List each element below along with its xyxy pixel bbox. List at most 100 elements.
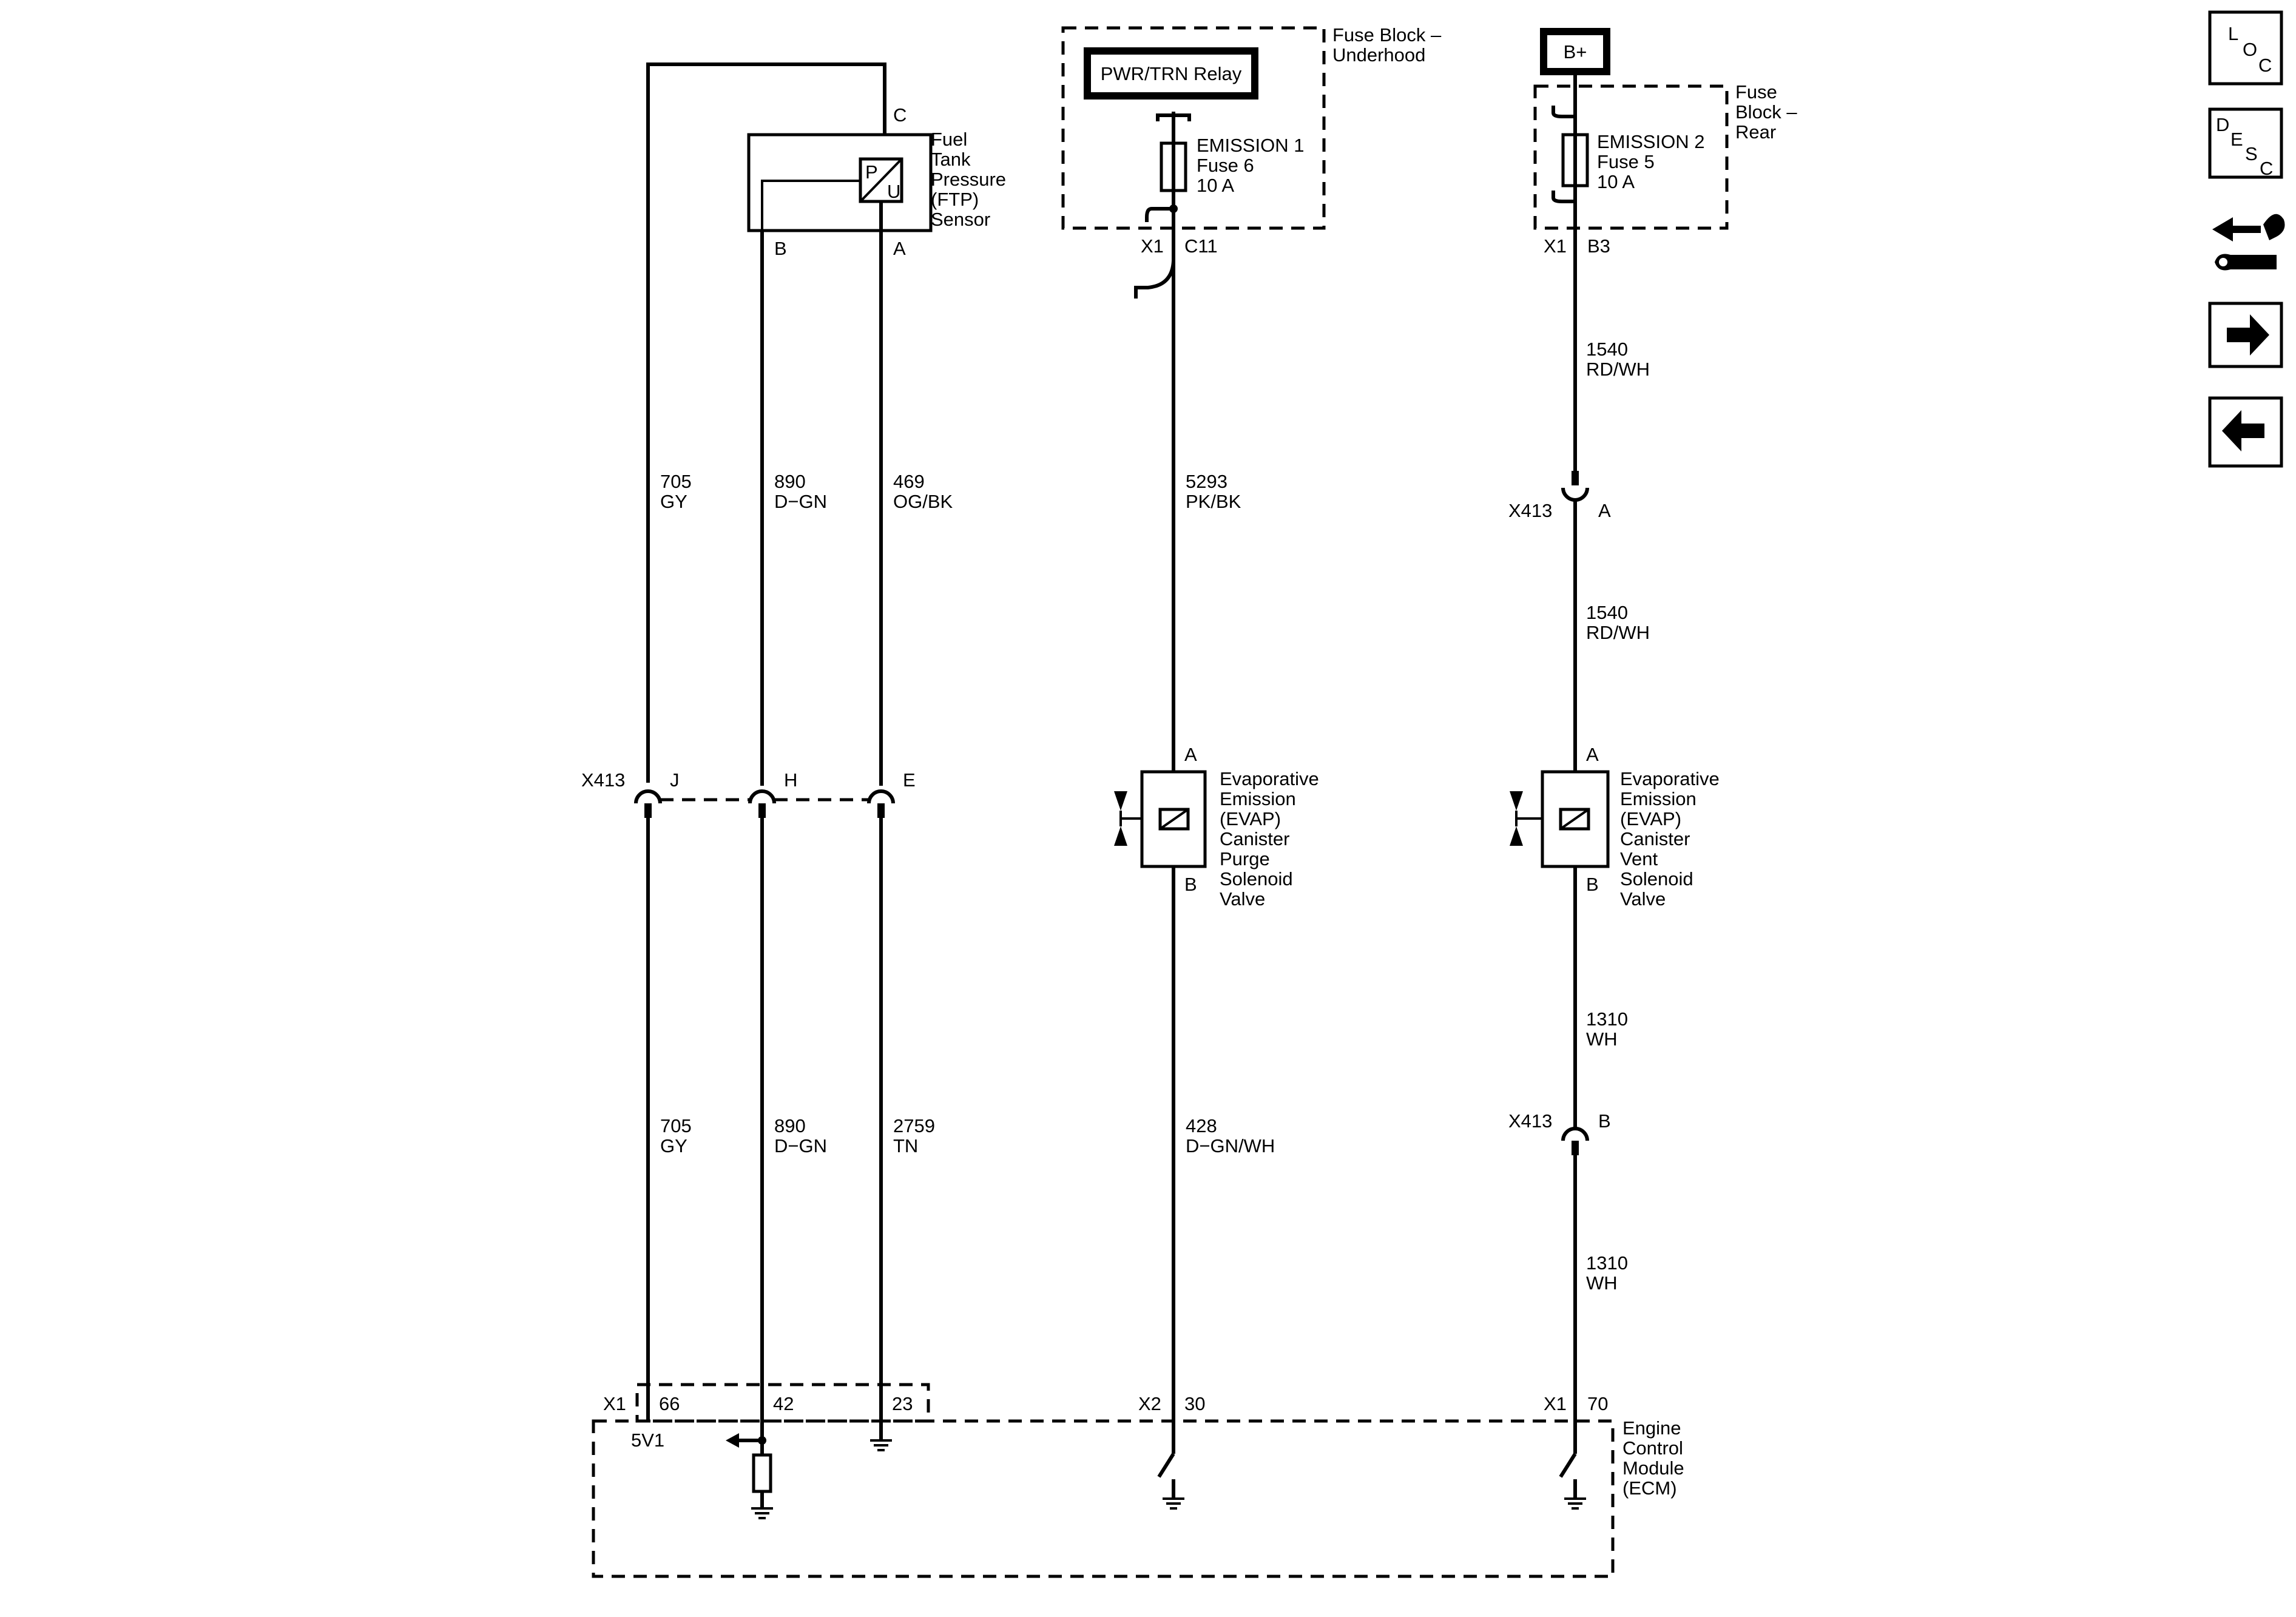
pwr-trn-relay-label: PWR/TRN Relay — [1101, 63, 1242, 84]
ecm-pin-23: 23 — [892, 1393, 913, 1414]
description-letter-d: D — [2216, 114, 2229, 135]
wire-2759-label: 2759 TN — [893, 1115, 940, 1156]
connector-plug-icon — [2263, 214, 2285, 240]
wire-705-top-label: 705 GY — [660, 471, 697, 512]
purge-valve-pin-a: A — [1184, 744, 1197, 765]
ecm-conn-x2: X2 — [1138, 1393, 1161, 1414]
description-button-frame[interactable] — [2208, 107, 2283, 179]
nav-sidebar: L O C D E S C — [2208, 10, 2285, 468]
location-button[interactable]: L O C — [2208, 10, 2283, 86]
fuse-block-underhood-outline — [1061, 26, 1326, 230]
x413-pin-a-socket — [1561, 487, 1589, 502]
ecm-x1-connector-outline — [635, 1383, 930, 1423]
x413-pin-j-socket — [634, 789, 662, 804]
x413-a-conn-label: X413 — [1508, 500, 1552, 521]
ftp-sensor-label: Fuel Tank Pressure (FTP) Sensor — [931, 129, 1011, 230]
rear-conn-pin-b3: B3 — [1587, 235, 1610, 257]
ecm-pin42-arrow-icon — [726, 1433, 739, 1448]
ftp-sensor-diagonal — [859, 158, 903, 203]
b-plus-label: B+ — [1564, 41, 1587, 62]
x413-pin-e-socket — [867, 789, 895, 804]
x413-pin-b-socket — [1561, 1127, 1589, 1141]
location-letter-o: O — [2243, 39, 2257, 60]
rear-conn-x1: X1 — [1544, 235, 1567, 257]
ecm-pin-70: 70 — [1587, 1393, 1608, 1414]
wire-1540-top-label: 1540 RD/WH — [1586, 339, 1650, 380]
purge-valve-section: Fuse Block – Underhood PWR/TRN Relay EMI… — [1061, 24, 1447, 1454]
purge-valve-label: Evaporative Emission (EVAP) Canister Pur… — [1220, 768, 1324, 910]
ftp-sensor-body — [747, 133, 933, 232]
ground-icon — [751, 1507, 773, 1519]
rear-fuse-in-terminal — [1551, 106, 1575, 118]
ecm-pin30-switch — [1157, 1453, 1175, 1478]
next-page-button[interactable] — [2208, 302, 2283, 368]
x413-pin-j: J — [670, 769, 680, 791]
ground-icon — [870, 1439, 892, 1451]
underhood-conn-x1: X1 — [1141, 235, 1164, 257]
relay-output-terminal — [1156, 112, 1191, 143]
ecm-pin-66: 66 — [659, 1393, 680, 1414]
x413-pin-h-socket — [748, 789, 776, 804]
wire-1540-bottom-label: 1540 RD/WH — [1586, 602, 1650, 643]
vent-valve-label: Evaporative Emission (EVAP) Canister Ven… — [1620, 768, 1724, 910]
location-letter-c: C — [2258, 55, 2272, 76]
pwr-trn-relay-box — [1084, 47, 1258, 100]
ecm-pin-30: 30 — [1184, 1393, 1205, 1414]
vent-valve-pin-b: B — [1586, 874, 1599, 895]
purge-valve-coil-diag — [1159, 808, 1189, 830]
wire-705-top — [646, 62, 886, 783]
x413-pin-a-pin — [1572, 471, 1579, 485]
arrow-right-icon — [2227, 314, 2269, 356]
description-letter-s: S — [2245, 143, 2258, 164]
x413-left-label: X413 — [581, 769, 625, 791]
fuse-block-rear-outline — [1533, 84, 1729, 230]
ftp-symbol-u: U — [887, 181, 900, 202]
ecm-outline — [592, 1419, 1615, 1578]
wire-890-top-label: 890 D−GN — [774, 471, 827, 512]
purge-valve-pin-b: B — [1184, 874, 1197, 895]
ecm-pin-42: 42 — [773, 1393, 794, 1414]
ecm-5v-reference: 5V1 — [631, 1430, 664, 1451]
b-plus-box — [1540, 28, 1610, 75]
wire-705-bottom-label: 705 GY — [660, 1115, 697, 1156]
ftp-pin-b: B — [774, 238, 787, 259]
ecm-conn-x1-right: X1 — [1544, 1393, 1567, 1414]
x413-pin-e: E — [903, 769, 916, 791]
ecm-section: Engine Control Module (ECM) X1 66 42 23 … — [592, 1383, 1684, 1578]
ecm-pin70-switch — [1559, 1453, 1577, 1478]
ftp-internal-lead — [761, 180, 860, 231]
ftp-pin-a: A — [893, 238, 906, 259]
underhood-conn-pin-c11: C11 — [1184, 235, 1218, 257]
emission2-fuse-label: EMISSION 2 Fuse 5 10 A — [1597, 131, 1710, 192]
location-button-frame[interactable] — [2208, 10, 2283, 86]
x413-pin-h: H — [784, 769, 797, 791]
wire-1310-top-label: 1310 WH — [1586, 1008, 1633, 1050]
location-letter-l: L — [2228, 23, 2238, 44]
x413-pin-j-pin — [644, 803, 652, 818]
wrench-jaw-icon — [2219, 258, 2227, 266]
ftp-pin-c: C — [893, 104, 907, 126]
rear-fuse-out-terminal — [1551, 191, 1575, 203]
emission1-splice-branch — [1145, 207, 1173, 222]
emission1-fuse-label: EMISSION 1 Fuse 6 10 A — [1197, 135, 1309, 196]
wire-428-label: 428 D−GN/WH — [1186, 1115, 1275, 1156]
description-letter-e: E — [2230, 129, 2243, 150]
x413-pin-e-pin — [877, 803, 885, 818]
vent-valve-pin-a: A — [1586, 744, 1599, 765]
description-letter-c: C — [2260, 158, 2273, 179]
ground-icon — [1163, 1497, 1184, 1510]
description-button[interactable]: D E S C — [2208, 107, 2283, 179]
wire-5293-label: 5293 PK/BK — [1186, 471, 1241, 512]
diagnostic-repair-icon[interactable] — [2212, 214, 2285, 271]
fuse-block-underhood-label: Fuse Block – Underhood — [1332, 24, 1447, 66]
vent-valve-flow-icon — [1510, 791, 1523, 846]
x413-b-conn-label: X413 — [1508, 1110, 1552, 1132]
double-arrow-icon — [2212, 217, 2261, 241]
ftp-sensor-section: P U C B A Fuel Tank Pressure (FTP) Senso… — [581, 62, 1011, 1440]
purge-valve-flow-link — [1119, 811, 1142, 826]
vent-valve-flow-link — [1515, 811, 1542, 826]
x413-pin-h-pin — [758, 803, 766, 818]
ecm-pin42-resistor — [752, 1453, 772, 1493]
purge-valve-flow-icon — [1114, 791, 1127, 846]
previous-page-button[interactable] — [2208, 396, 2283, 468]
